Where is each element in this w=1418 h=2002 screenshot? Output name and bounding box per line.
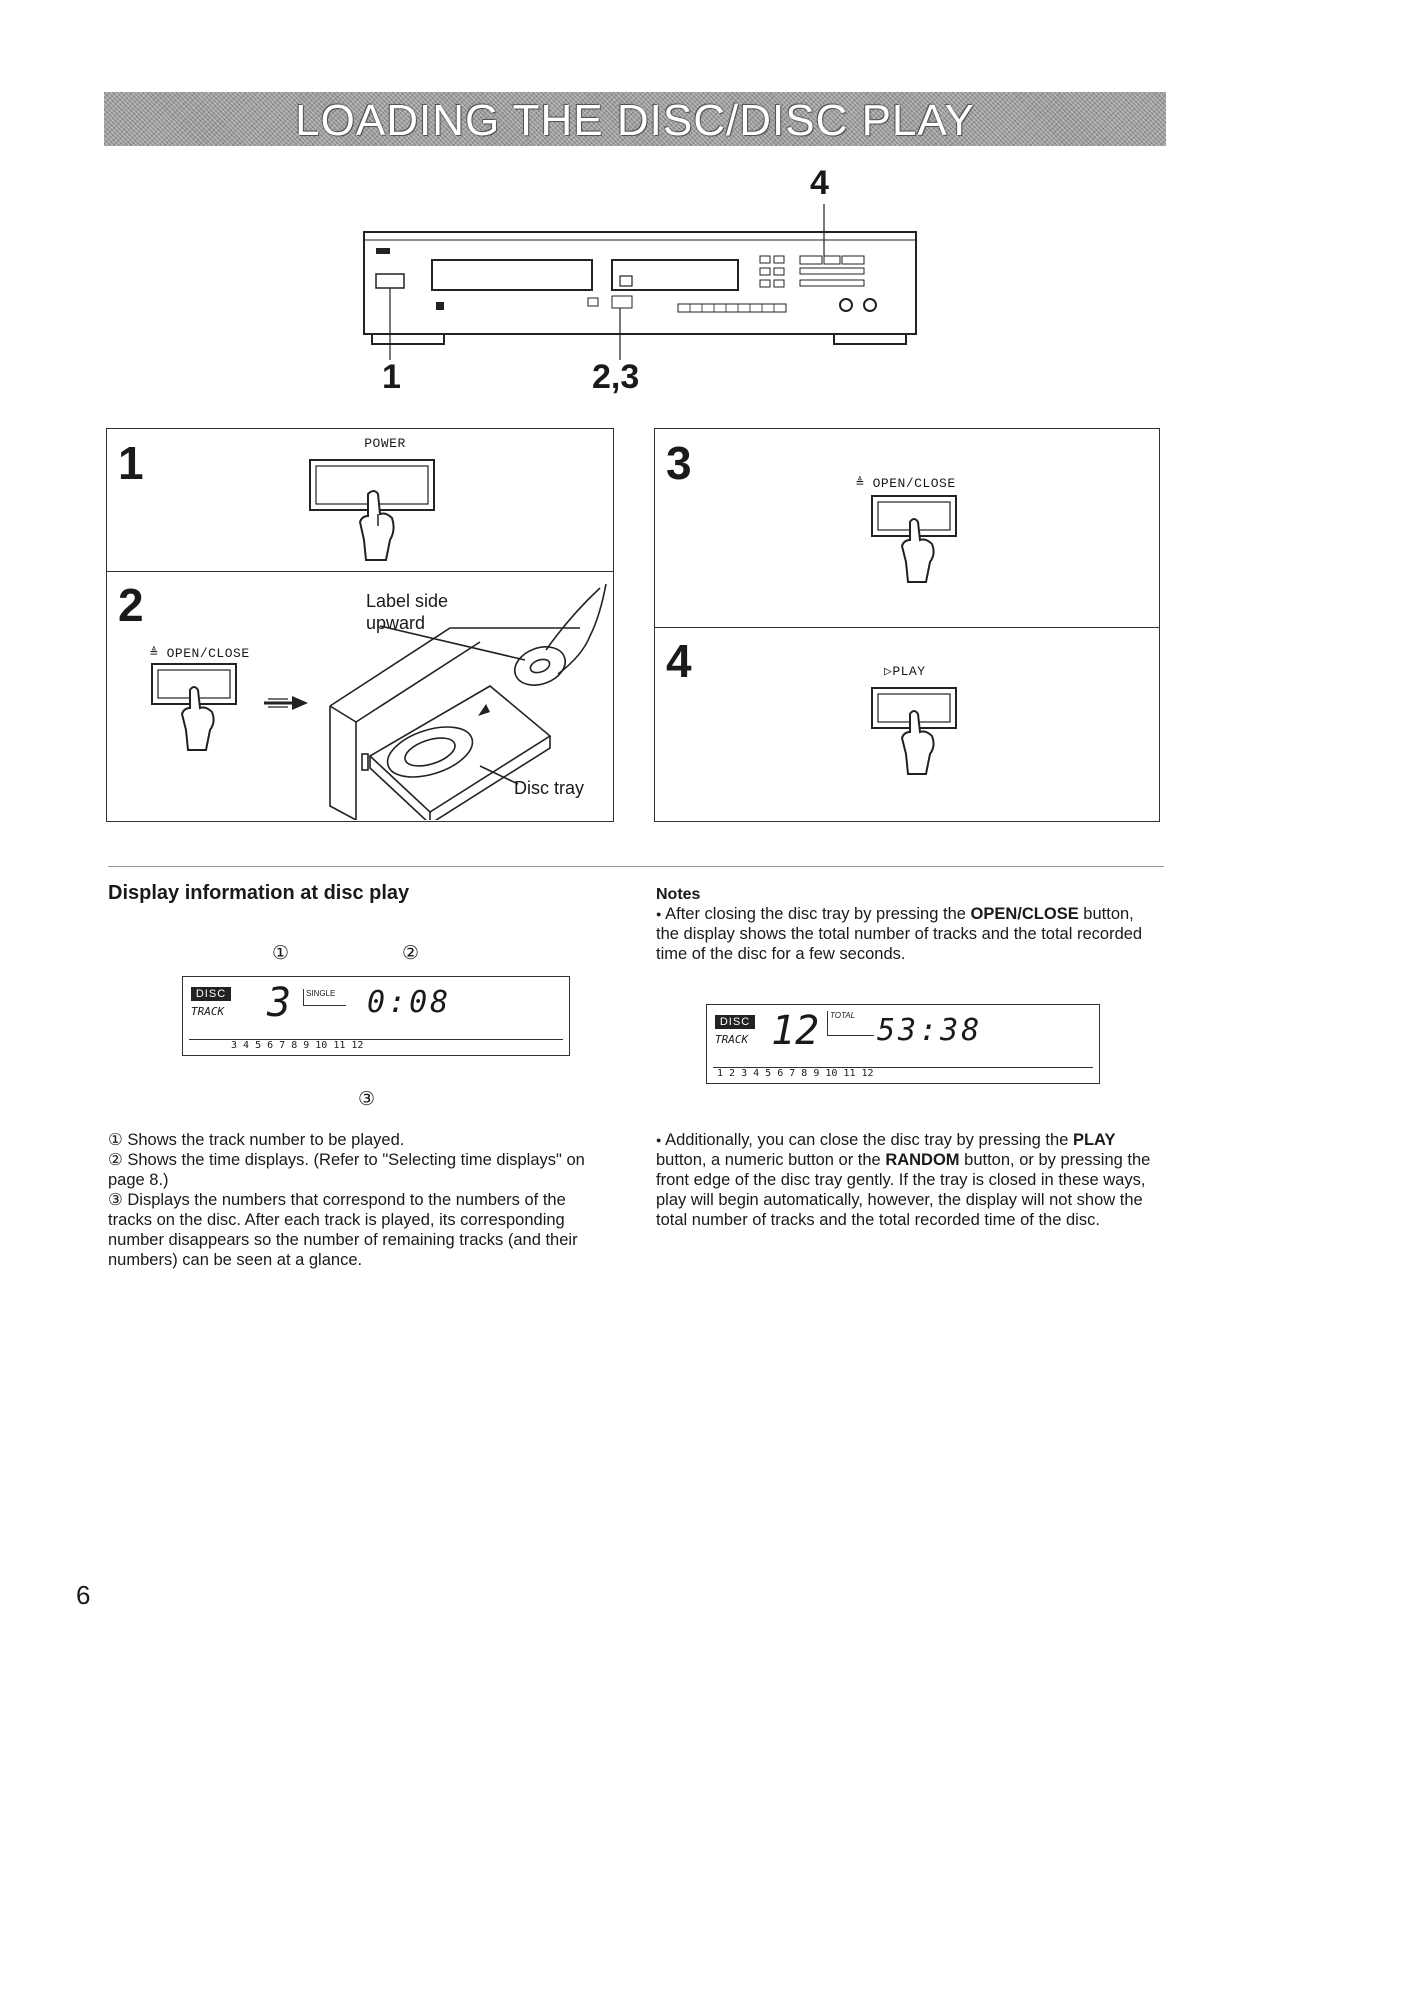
marker-2: ② bbox=[402, 943, 420, 964]
callout-left: 1 bbox=[382, 358, 401, 396]
callout-top: 4 bbox=[810, 164, 829, 202]
explanation-1: ① Shows the track number to be played. bbox=[108, 1131, 405, 1149]
disc-loading-illustration bbox=[329, 583, 607, 820]
section-divider bbox=[108, 866, 1164, 867]
track-indicator: TRACK bbox=[191, 1005, 225, 1018]
page-title: LOADING THE DISC/DISC PLAY bbox=[295, 96, 975, 145]
mode-indicator: SINGLE bbox=[303, 989, 346, 1006]
time-readout: 0:08 bbox=[367, 985, 452, 1020]
note-1: ● After closing the disc tray by pressin… bbox=[656, 905, 1143, 963]
step-2-hand-press-icon bbox=[151, 663, 237, 751]
total-time-readout: 53:38 bbox=[877, 1013, 983, 1048]
display-info-heading: Display information at disc play bbox=[108, 882, 410, 904]
lcd-display-2: DISC TRACK 12 TOTAL 53:38 1 2 3 4 5 6 7 … bbox=[706, 1004, 1100, 1084]
steps-panel-right bbox=[654, 428, 1160, 822]
step-2-number: 2 bbox=[118, 579, 144, 631]
title-banner: LOADING THE DISC/DISC PLAY bbox=[104, 92, 1166, 146]
arrow-right-icon bbox=[264, 696, 308, 710]
label-side-text: Label side upward bbox=[366, 591, 449, 633]
play-label: ▷PLAY bbox=[884, 664, 926, 679]
power-label: POWER bbox=[364, 436, 406, 451]
marker-3: ③ bbox=[358, 1089, 376, 1110]
explanation-3: ③ Displays the numbers that correspond t… bbox=[108, 1191, 578, 1269]
step-3-hand-press-icon bbox=[871, 495, 957, 583]
explanation-2: ② Shows the time displays. (Refer to "Se… bbox=[108, 1151, 585, 1189]
track-number-row-2: 1 2 3 4 5 6 7 8 9 10 11 12 bbox=[713, 1067, 1093, 1079]
disc-indicator-2: DISC bbox=[715, 1015, 755, 1029]
track-number-row: 3 4 5 6 7 8 9 10 11 12 bbox=[189, 1039, 563, 1051]
track-number: 3 bbox=[267, 980, 292, 1026]
total-indicator: TOTAL bbox=[827, 1011, 874, 1036]
page-number: 6 bbox=[76, 1580, 91, 1610]
notes-heading: Notes bbox=[656, 886, 701, 903]
step-3-number: 3 bbox=[666, 437, 692, 489]
track-indicator-2: TRACK bbox=[715, 1033, 749, 1046]
total-tracks: 12 bbox=[771, 1008, 820, 1054]
note-2: ● Additionally, you can close the disc t… bbox=[656, 1131, 1151, 1229]
marker-1: ① bbox=[272, 943, 290, 964]
cd-player-front-illustration bbox=[363, 204, 917, 360]
open-close-label-3: ≜ OPEN/CLOSE bbox=[856, 476, 956, 491]
disc-indicator: DISC bbox=[191, 987, 231, 1001]
step-1-number: 1 bbox=[118, 437, 144, 489]
bullet-icon-2: ● bbox=[656, 1135, 662, 1145]
callout-right: 2,3 bbox=[592, 358, 640, 396]
step-4-number: 4 bbox=[666, 635, 692, 687]
step-1-hand-press-icon bbox=[309, 459, 435, 561]
bullet-icon: ● bbox=[656, 909, 662, 919]
open-close-label-2: ≜ OPEN/CLOSE bbox=[150, 646, 250, 661]
steps-panel-left bbox=[106, 428, 614, 822]
disc-tray-text: Disc tray bbox=[514, 778, 585, 798]
step-4-hand-press-icon bbox=[871, 687, 957, 775]
lcd-display-1: DISC TRACK 3 SINGLE 0:08 3 4 5 6 7 8 9 1… bbox=[182, 976, 570, 1056]
